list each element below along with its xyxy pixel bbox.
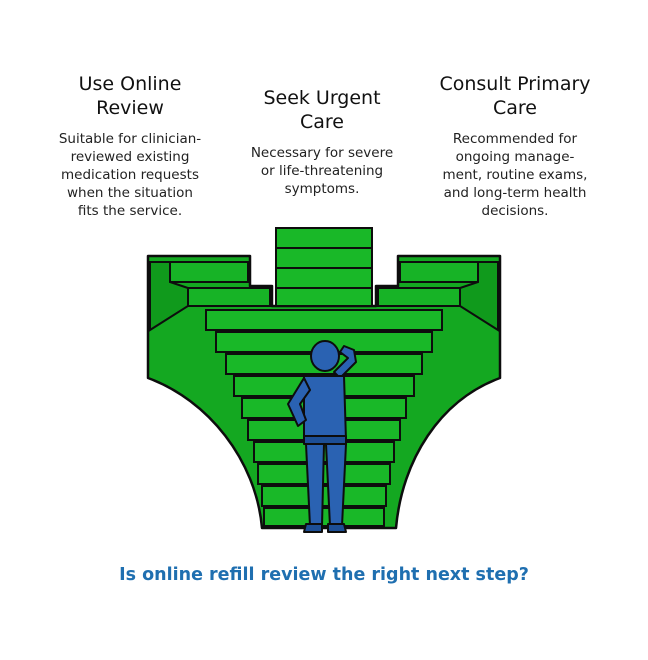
- question-text: Is online refill review the right next s…: [119, 565, 529, 585]
- option-title: Consult Primary Care: [439, 73, 591, 119]
- person-figure: [287, 340, 357, 533]
- option-title: Seek Urgent Care: [263, 87, 381, 133]
- option-description: Necessary for severe or life-threatening…: [250, 145, 394, 197]
- center-tower: [275, 227, 373, 307]
- option-title: Use Online Review: [78, 73, 182, 119]
- right-stairs: [377, 261, 499, 332]
- option-description: Suitable for clinician- reviewed existin…: [58, 131, 202, 219]
- left-stairs: [149, 261, 271, 332]
- option-urgent-care: Seek Urgent Care Necessary for severe or…: [238, 86, 406, 198]
- option-online-review: Use Online Review Suitable for clinician…: [40, 72, 220, 220]
- option-primary-care: Consult Primary Care Recommended for ong…: [420, 72, 610, 220]
- option-description: Recommended for ongoing manage- ment, ro…: [442, 131, 588, 219]
